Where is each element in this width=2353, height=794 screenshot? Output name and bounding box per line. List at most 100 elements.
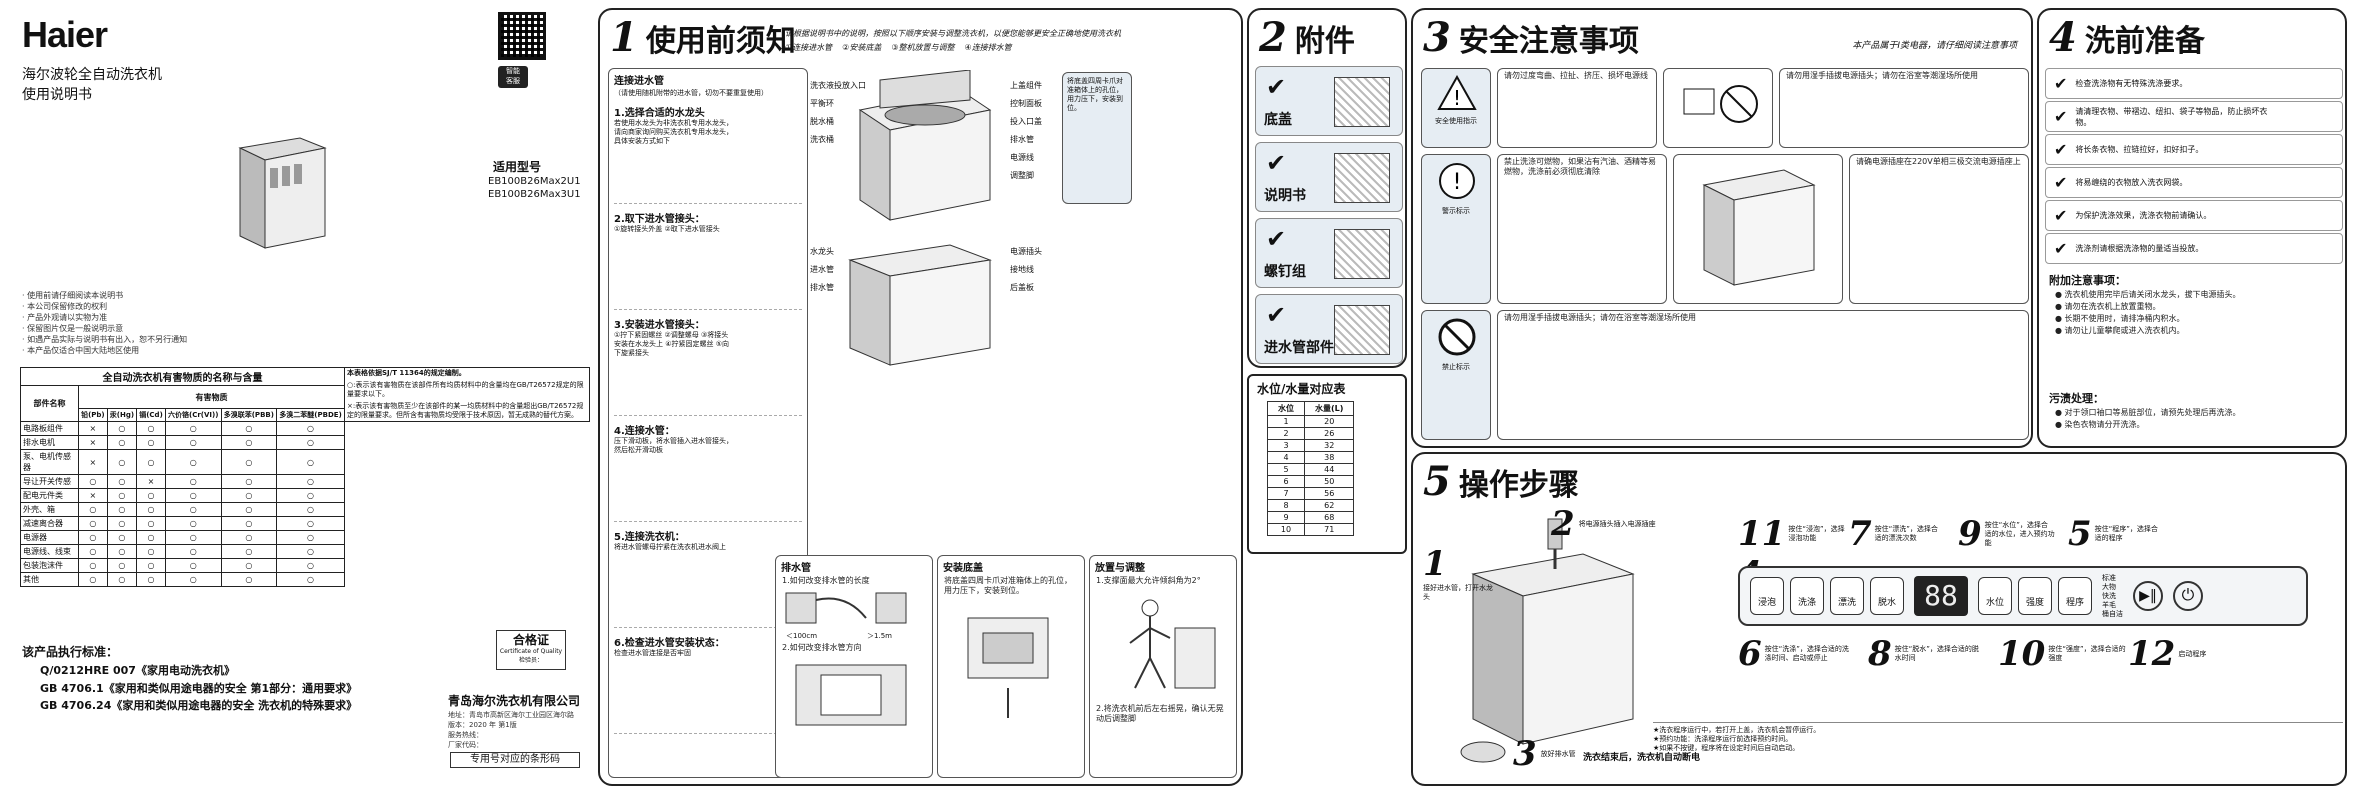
hose-step: 5.连接洗衣机：将进水管螺母拧紧在洗衣机进水阀上 (614, 528, 802, 628)
op-step-text: 按住“强度”，选择合适的强度 (2048, 645, 2126, 662)
panel-button[interactable]: 浸泡 (1750, 577, 1784, 615)
section-1-intro: 请根据说明书中的说明，按照以下顺序安装与调整洗衣机，以便您能够更安全正确地使用洗… (785, 29, 1121, 38)
section-title: 安全注意事项 (1458, 23, 1639, 59)
prohibit-text: 请勿用湿手插拔电源插头；请勿在浴室等潮湿场所使用 (1504, 313, 1696, 322)
panel-buttons-right: 水位强度程序 (1978, 577, 2092, 615)
hazard-cell: ○ (78, 502, 108, 517)
prewash-item: ✔将长条衣物、拉链拉好，扣好扣子。 (2045, 134, 2343, 165)
water-table-cell: 3 (1267, 439, 1305, 452)
safety-header-note: 本产品属于I类电器，请仔细阅读注意事项 (1852, 41, 2017, 51)
panel-button[interactable]: 洗涤 (1790, 577, 1824, 615)
manual-subtitle: 使用说明书 (22, 87, 92, 103)
hazard-cell: ○ (220, 488, 278, 503)
standard-item: Q/0212HRE 007《家用电动洗衣机》 (40, 664, 235, 677)
op-step-number: 1 (1423, 544, 1447, 584)
install-step: ②安装底盖 (842, 43, 882, 52)
water-table-cell: 7 (1267, 487, 1305, 500)
panel-button[interactable]: 程序 (2058, 577, 2092, 615)
hazard-cell: ○ (136, 516, 166, 531)
ground-diagram (1673, 154, 1843, 304)
section-title: 附件 (1294, 23, 1355, 59)
hazard-cell: ○ (78, 558, 108, 573)
prohibit-icon (1438, 318, 1476, 356)
washer-illustration (238, 137, 327, 249)
water-table-cell: 1 (1267, 415, 1305, 428)
quality-certificate: 合格证 Certificate of Quality 检验员： (496, 630, 566, 670)
hazard-cell: ○ (106, 488, 138, 503)
cover-notes: · 使用前请仔细阅读本说明书 · 本公司保留修改的权利 · 产品外观请以实物为准… (22, 290, 222, 356)
section-title: 操作步骤 (1458, 467, 1579, 503)
hose-step-title: 2.取下进水管接头： (614, 214, 705, 225)
section-safety: 3 安全注意事项 本产品属于I类电器，请仔细阅读注意事项 ! 安全使用指示 ! … (1411, 8, 2033, 448)
hose-step-title: 5.连接洗衣机： (614, 532, 685, 543)
operation-footer-note: ★预约功能：洗涤程序运行前选择预约时间。 (1653, 735, 1793, 743)
safety-label: 安全使用指示 (1435, 117, 1477, 125)
panel-button[interactable]: 漂洗 (1830, 577, 1864, 615)
prewash-item: ✔检查洗涤物有无特殊洗涤要求。 (2045, 68, 2343, 99)
op-step-text: 按住“水位”，选择合适的水位，进入预约功能 (1984, 520, 2055, 547)
cover-note: · 保留图片仅是一般说明示意 (22, 324, 124, 333)
cover-note: · 使用前请仔细阅读本说明书 (22, 291, 124, 300)
hazard-cell: ○ (106, 502, 138, 517)
accessory-label: 螺钉组 (1264, 264, 1306, 280)
panel-button[interactable]: 水位 (1978, 577, 2012, 615)
hazard-cell: ○ (106, 449, 138, 475)
check-icon: ✔ (2054, 206, 2068, 225)
operation-footer-note: ★如果不按键，程序将在设定时间后自动启动。 (1653, 744, 1800, 752)
safety-pictogram (1663, 68, 1773, 148)
part-label: 上盖组件 (1010, 81, 1042, 90)
hazard-cell: ○ (78, 474, 108, 489)
hazard-part-name: 包装泡沫件 (20, 558, 79, 573)
section-5-heading: 5 操作步骤 (1423, 458, 1579, 505)
start-pause-button[interactable]: ▶‖ (2133, 581, 2163, 611)
water-table-cell: 8 (1267, 499, 1305, 512)
water-table-cell: 6 (1267, 475, 1305, 488)
hazard-cell: ○ (136, 544, 166, 559)
standards-title: 该产品执行标准： (22, 645, 119, 659)
prewash-text: 洗涤剂请根据洗涤物的量适当投放。 (2075, 244, 2204, 253)
base-text: 将底盖四周卡爪对准箱体上的孔位，用力压下，安装到位。 (944, 576, 1072, 595)
panel-button[interactable]: 脱水 (1870, 577, 1904, 615)
prewash-text: 检查洗涤物有无特殊洗涤要求。 (2075, 79, 2188, 88)
op-step-text: 按住“程序”，选择合适的程序 (2094, 525, 2158, 542)
power-button[interactable]: ⏻ (2173, 581, 2203, 611)
part-label: 水龙头 (810, 247, 834, 256)
hose-step-text: ①旋转接头外盖 ②取下进水管接头 (614, 225, 720, 233)
prewash-item: ✔将易缠绕的衣物放入洗衣网袋。 (2045, 167, 2343, 198)
hazard-cell: ○ (276, 544, 345, 559)
hazard-col-header: 多溴二苯醚(PBDE) (276, 408, 345, 422)
hazard-table-row: 排水电机×○○○○○ (20, 435, 590, 450)
hazard-cell: ○ (220, 474, 278, 489)
part-label: 投入口盖 (1010, 117, 1042, 126)
hazard-cell: ○ (164, 421, 222, 436)
panel-button[interactable]: 强度 (2018, 577, 2052, 615)
brand-logo: Haier (22, 14, 108, 55)
power-note-box: 请确电源插座在220V单相三极交流电源插座上 (1849, 154, 2029, 304)
accessory-item: ✔螺钉组 (1255, 218, 1403, 288)
hose-step-title: 1.选择合适的水龙头 (614, 108, 705, 119)
hazard-table-row: 电路板组件×○○○○○ (20, 421, 590, 436)
section-3-heading: 3 安全注意事项 (1423, 14, 1639, 61)
certificate-inspector: 检验员： (518, 657, 543, 664)
certificate-line: Certificate of Quality (499, 648, 563, 655)
op-step-number: 7 (1848, 514, 1872, 554)
operation-washer (1460, 518, 1635, 763)
water-table-cell: 62 (1303, 499, 1355, 512)
base-title: 安装底盖 (943, 563, 983, 574)
hazard-cell: ○ (136, 488, 166, 503)
drain-length-b: ＞1.5m (867, 632, 892, 640)
part-label: 平衡环 (810, 99, 834, 108)
prewash-text: 将易缠绕的衣物放入洗衣网袋。 (2075, 178, 2188, 187)
prohibit-label-box: 禁止标示 (1421, 310, 1491, 440)
program-option: 大物 (2102, 582, 2116, 591)
accessory-picture (1334, 305, 1390, 355)
hazard-cell: ○ (276, 421, 345, 436)
check-icon: ✔ (1266, 149, 1287, 177)
